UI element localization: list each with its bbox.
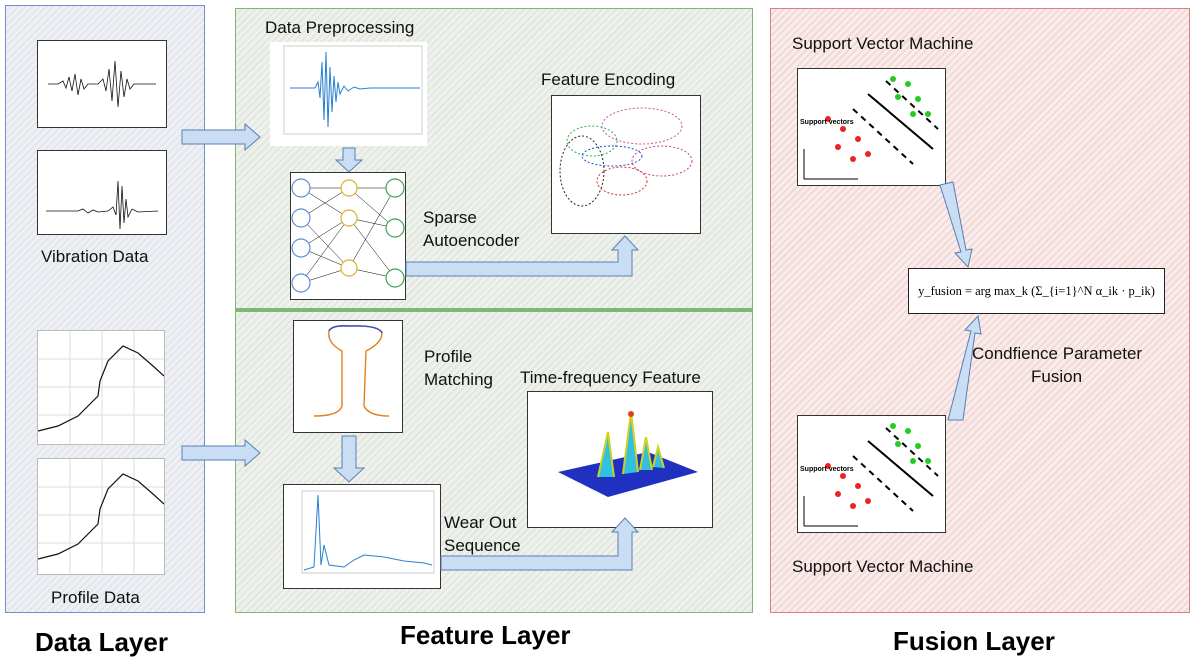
profile-plot-2 <box>37 458 165 575</box>
feature-encoding-scatter <box>551 95 701 234</box>
support-vectors-text: Support vectors <box>800 119 854 126</box>
sparse-label: Sparse <box>423 208 477 227</box>
profile-matching-plot <box>293 320 403 433</box>
fusion-layer-title: Fusion Layer <box>893 626 1055 656</box>
time-frequency-surface <box>527 391 713 528</box>
formula-text: y_fusion = arg max_k (Σ_{i=1}^N α_ik · p… <box>918 283 1155 298</box>
vibration-signal-1 <box>37 40 167 128</box>
confidence-label-2: Fusion <box>1031 367 1083 386</box>
sequence-label: Sequence <box>444 536 521 555</box>
confidence-label-1: Condfience Parameter <box>972 344 1143 363</box>
svm-diagram-bottom: Support vectors <box>797 415 946 533</box>
feature-layer-title: Feature Layer <box>400 620 571 650</box>
fusion-formula: y_fusion = arg max_k (Σ_{i=1}^N α_ik · p… <box>908 268 1165 314</box>
profile-plot-1 <box>37 330 165 445</box>
matching-label: Matching <box>424 370 493 389</box>
data-preprocessing-label: Data Preprocessing <box>265 18 415 37</box>
arrow-vibration-to-preprocessing <box>181 122 261 152</box>
arrow-autoencoder-to-encoding <box>405 235 640 277</box>
profile-data-label: Profile Data <box>51 588 140 607</box>
arrow-svm-bottom-to-formula <box>947 314 982 421</box>
wear-spectrum-plot <box>283 484 441 589</box>
preprocessed-signal-plot <box>270 42 427 146</box>
feature-divider <box>236 308 752 312</box>
profile-label: Profile <box>424 347 473 366</box>
feature-encoding-label: Feature Encoding <box>541 70 676 89</box>
wear-out-label: Wear Out <box>444 513 517 532</box>
data-layer-title: Data Layer <box>35 627 168 657</box>
time-frequency-label: Time-frequency Feature <box>520 368 701 387</box>
arrow-spectrum-to-timefreq <box>440 517 640 571</box>
svm-bottom-label: Support Vector Machine <box>792 557 974 576</box>
arrow-matching-to-spectrum <box>332 435 366 483</box>
vibration-signal-2 <box>37 150 167 235</box>
arrow-preprocessing-to-autoencoder <box>334 147 364 173</box>
support-vectors-text: Support vectors <box>800 466 854 473</box>
svm-diagram-top: Support vectors <box>797 68 946 186</box>
sparse-autoencoder-network <box>290 172 406 300</box>
autoencoder-label: Autoencoder <box>423 231 520 250</box>
vibration-data-label: Vibration Data <box>41 247 149 266</box>
arrow-profile-to-matching <box>181 438 261 468</box>
svm-top-label: Support Vector Machine <box>792 34 974 53</box>
arrow-svm-top-to-formula <box>939 181 973 269</box>
